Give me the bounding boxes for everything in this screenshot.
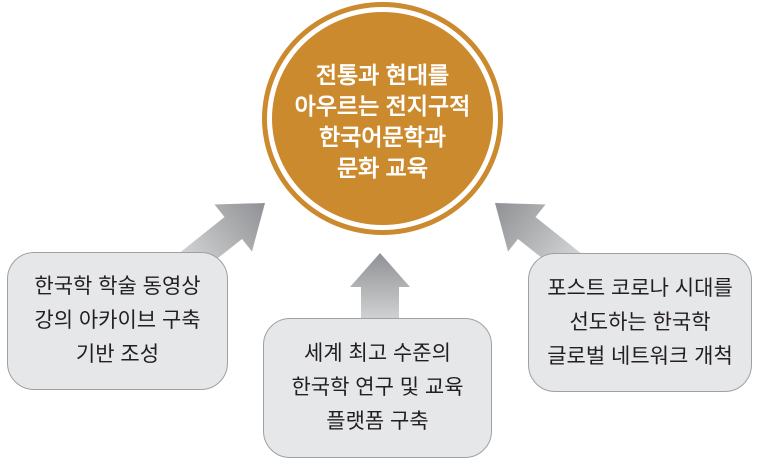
pillar-left-line-1: 한국학 학술 동영상 [34,275,201,298]
pillar-box-right: 포스트 코로나 시대를 선도하는 한국학 글로벌 네트워크 개척 [528,253,752,392]
goal-line-1: 전통과 현대를 [315,61,450,88]
pillar-left-line-2: 강의 아카이브 구축 [34,309,201,332]
central-goal-text: 전통과 현대를 아우르는 전지구적 한국어문학과 문화 교육 [295,60,471,184]
pillar-box-middle: 세계 최고 수준의 한국학 연구 및 교육 플랫폼 구축 [263,318,492,458]
pillar-middle-line-3: 플랫폼 구축 [326,410,429,433]
pillar-box-left: 한국학 학술 동영상 강의 아카이브 구축 기반 조성 [7,252,228,390]
pillar-right-line-2: 선도하는 한국학 [569,310,711,334]
pillar-left-line-3: 기반 조성 [75,343,160,366]
pillar-left-text: 한국학 학술 동영상 강의 아카이브 구축 기반 조성 [34,270,200,372]
pillar-right-text: 포스트 코로나 시대를 선도하는 한국학 글로벌 네트워크 개척 [547,272,733,374]
pillar-right-line-3: 글로벌 네트워크 개척 [547,344,733,368]
pillar-middle-line-2: 한국학 연구 및 교육 [291,376,464,399]
central-goal-circle: 전통과 현대를 아우르는 전지구적 한국어문학과 문화 교육 [267,7,498,230]
pillar-right-line-1: 포스트 코로나 시대를 [547,276,733,300]
goal-line-2: 아우르는 전지구적 [294,92,471,119]
goal-line-3: 한국어문학과 [319,123,446,150]
goal-line-4: 문화 교육 [336,154,428,181]
arrow-middle-to-circle-icon [350,253,410,324]
pillar-middle-text: 세계 최고 수준의 한국학 연구 및 교육 플랫폼 구축 [291,337,463,439]
pillar-middle-line-1: 세계 최고 수준의 [304,342,451,365]
